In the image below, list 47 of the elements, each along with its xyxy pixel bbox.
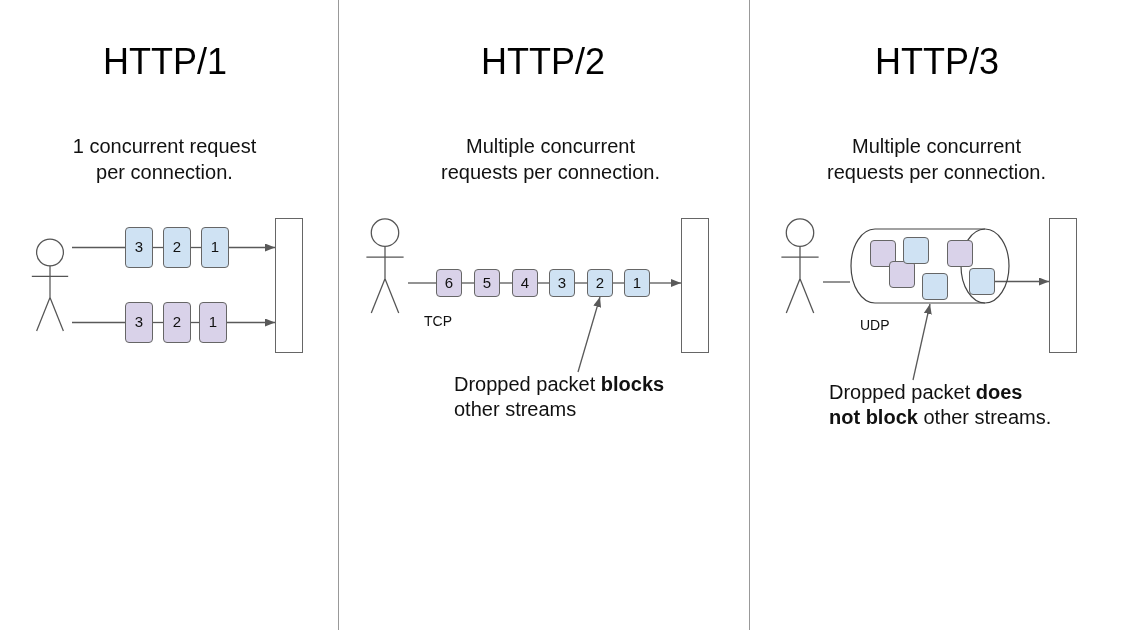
packet-box: 3 — [125, 302, 153, 343]
connector-line — [71, 246, 126, 249]
note-text: Dropped packet blocks other streams — [454, 372, 686, 422]
packet-box: 2 — [163, 302, 191, 343]
packet-box: 2 — [163, 227, 191, 268]
packet-box: 1 — [624, 269, 650, 297]
panel-title: HTTP/3 — [874, 40, 1000, 84]
connector-line — [537, 282, 550, 284]
connector-line — [499, 282, 513, 284]
connector-line — [612, 282, 625, 284]
connector-line — [822, 281, 851, 283]
packet-box: 3 — [125, 227, 153, 268]
server-box — [275, 218, 303, 353]
leader-line — [577, 296, 601, 373]
connector-line — [71, 321, 126, 324]
protocol-label: TCP — [424, 312, 453, 330]
packet-box — [870, 240, 896, 267]
packet-box: 5 — [474, 269, 500, 297]
leader-line — [912, 303, 932, 381]
connector-line — [574, 282, 588, 284]
tunnel-cylinder — [850, 228, 1010, 304]
note-text: Dropped packet does not block other streams. — [829, 380, 1059, 430]
panel-subtitle: Multiple concurrent requests per connection. — [440, 134, 661, 185]
arrow — [226, 318, 276, 327]
arrow — [228, 243, 276, 252]
server-box — [1049, 218, 1077, 353]
packet-box — [903, 237, 929, 264]
packet-box: 3 — [549, 269, 575, 297]
panel-title: HTTP/1 — [102, 40, 228, 84]
packet-box: 1 — [199, 302, 227, 343]
panel-title: HTTP/2 — [480, 40, 606, 84]
packet-box — [889, 261, 915, 288]
panel-subtitle: Multiple concurrent requests per connection. — [826, 134, 1047, 185]
packet-box — [969, 268, 995, 295]
connector-line — [461, 282, 475, 284]
arrow — [994, 277, 1050, 286]
server-box — [681, 218, 709, 353]
packet-box — [947, 240, 973, 267]
arrow — [649, 279, 682, 287]
packet-box: 6 — [436, 269, 462, 297]
packet-box: 2 — [587, 269, 613, 297]
packet-box: 1 — [201, 227, 229, 268]
connector-line — [407, 282, 437, 284]
panel-subtitle: 1 concurrent request per connection. — [71, 134, 258, 185]
protocol-label: UDP — [860, 316, 891, 334]
packet-box — [922, 273, 948, 300]
packet-box: 4 — [512, 269, 538, 297]
